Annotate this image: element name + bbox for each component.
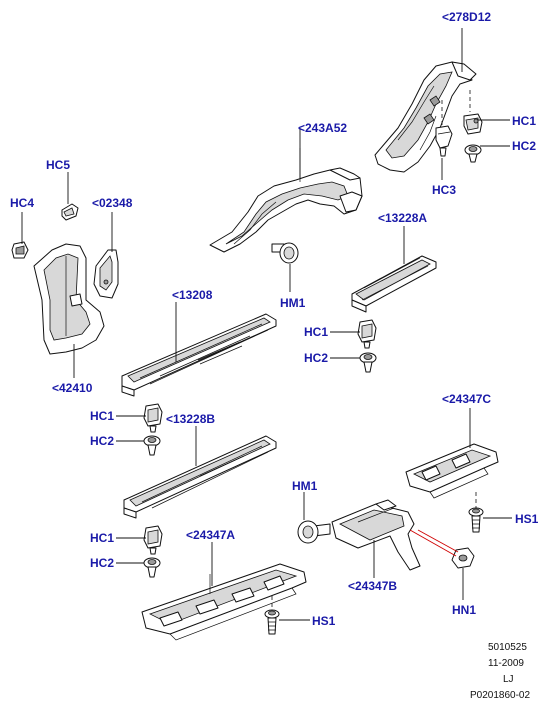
label-hc2-low-left: HC2 — [90, 556, 115, 570]
label-24347C: <24347C — [442, 392, 492, 406]
hm1-fastener-bottom — [297, 520, 331, 544]
label-hc1-mid-right: HC1 — [304, 325, 329, 339]
label-hc1-mid-left: HC1 — [90, 409, 115, 423]
hn1-nut — [451, 547, 475, 569]
part-13208-scuff-plate — [121, 313, 277, 397]
label-243A52: <243A52 — [298, 121, 348, 135]
label-hm1-top: HM1 — [280, 296, 306, 310]
hs1-screw-left — [264, 596, 280, 635]
hc1-clip-low-left — [143, 525, 163, 555]
part-24347C-bracket — [405, 443, 499, 499]
label-hc2-mid-right: HC2 — [304, 351, 329, 365]
hc2-fastener-mid-left — [143, 435, 161, 456]
hc1-clip-top — [463, 90, 483, 135]
label-hc5: HC5 — [46, 158, 71, 172]
hm1-fastener-top — [271, 242, 299, 264]
label-hc3: HC3 — [432, 183, 457, 197]
hs1-screw-right — [468, 492, 484, 533]
hc1-clip-mid-right — [357, 319, 377, 349]
part-24347A-bracket — [141, 563, 307, 641]
label-02348: <02348 — [92, 196, 133, 210]
footer-date: 11-2009 — [488, 658, 524, 669]
part-24347B-bracket — [331, 499, 421, 571]
label-hs1-left: HS1 — [312, 614, 336, 628]
label-24347A: <24347A — [186, 528, 236, 542]
hc2-fastener-low-left — [143, 557, 161, 578]
label-24347B: <24347B — [348, 579, 398, 593]
label-278D12: <278D12 — [442, 10, 492, 24]
label-13208: <13208 — [172, 288, 213, 302]
label-13228A: <13228A — [378, 211, 428, 225]
label-hn1: HN1 — [452, 603, 477, 617]
hc5-clip — [61, 203, 79, 221]
part-42410-lower-trim — [33, 243, 105, 355]
hc3-clip — [435, 100, 453, 157]
part-13228A-scuff-plate — [351, 255, 437, 313]
label-hs1-right: HS1 — [515, 512, 539, 526]
part-13228B-scuff-plate — [123, 435, 277, 519]
hc2-fastener-mid-right — [359, 352, 377, 373]
label-hc2-top: HC2 — [512, 139, 537, 153]
label-hc1-low-left: HC1 — [90, 531, 115, 545]
part-278D12-pillar-trim — [374, 61, 477, 173]
hc1-clip-mid-left — [143, 403, 163, 433]
label-13228B: <13228B — [166, 412, 216, 426]
label-hc2-mid-left: HC2 — [90, 434, 115, 448]
part-02348-bracket — [93, 249, 119, 299]
footer-reference-number: 5010525 — [488, 642, 527, 653]
label-hc4: HC4 — [10, 196, 35, 210]
part-243A52-pillar-trim — [209, 148, 363, 253]
footer-drawing-number: P0201860-02 — [470, 690, 531, 701]
footer-code: LJ — [503, 674, 514, 685]
hc2-fastener-top — [464, 144, 482, 163]
label-hm1-bottom: HM1 — [292, 479, 318, 493]
label-hc1-top: HC1 — [512, 114, 537, 128]
hc4-clip — [11, 241, 29, 259]
label-42410: <42410 — [52, 381, 93, 395]
red-leader-hn1-b — [417, 529, 459, 553]
red-leader-hn1-a — [409, 529, 457, 557]
